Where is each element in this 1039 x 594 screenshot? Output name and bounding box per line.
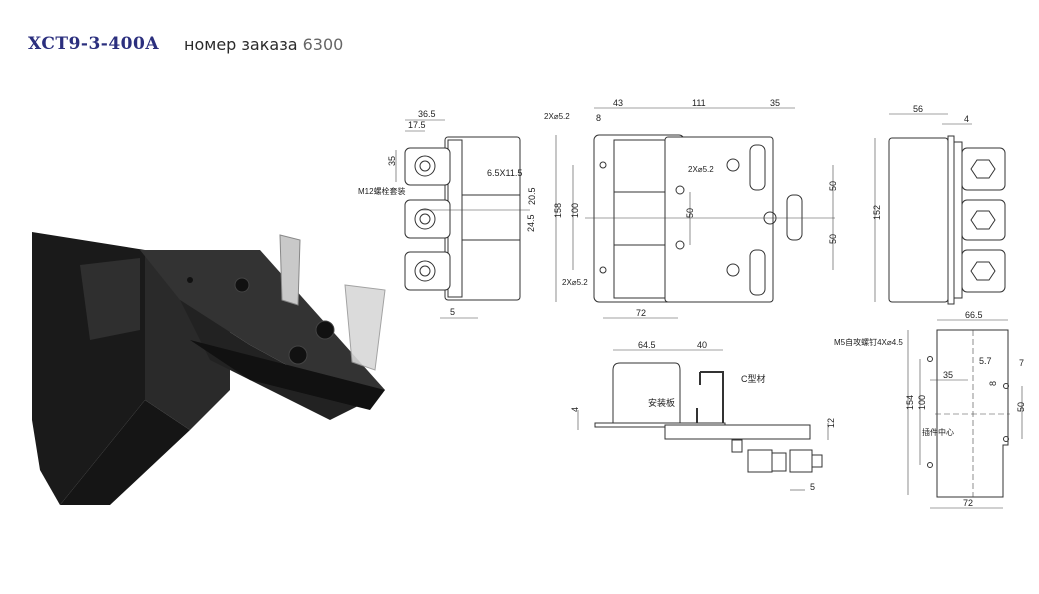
dim-5-7: 5.7 [979, 356, 992, 366]
dim-8: 8 [988, 381, 998, 386]
hole-label-center: 2X⌀5.2 [688, 165, 714, 174]
dim-35: 35 [387, 156, 397, 166]
dim-35: 35 [943, 370, 953, 380]
dim-111: 111 [692, 98, 706, 108]
mount-view-drawing: 66.5 35 5.7 7 8 50 154 100 72 M5自攻螺钉4X⌀4… [834, 310, 1026, 509]
dim-36-5: 36.5 [418, 109, 436, 119]
dim-4: 4 [570, 407, 580, 412]
dim-50: 50 [1016, 402, 1026, 412]
dim-72: 72 [636, 308, 646, 318]
dim-50-upper: 50 [828, 181, 838, 191]
dim-64-5: 64.5 [638, 340, 656, 350]
dim-100: 100 [917, 395, 927, 410]
dim-154: 154 [905, 395, 915, 410]
center-label: 插件中心 [922, 427, 954, 437]
hole-label-bottom: 2X⌀5.2 [562, 278, 588, 287]
dim-35: 35 [770, 98, 780, 108]
order-label: номер заказа [184, 35, 298, 54]
dim-50-center: 50 [685, 208, 695, 218]
dim-4: 4 [964, 114, 969, 124]
dim-5: 5 [450, 307, 455, 317]
dim-40: 40 [697, 340, 707, 350]
dim-6-5x11-5: 6.5X11.5 [487, 168, 522, 178]
model-title: XCT9-3-400A [28, 34, 160, 54]
dim-66-5: 66.5 [965, 310, 983, 320]
top-view-drawing: 43 111 35 8 158 100 50 50 50 72 2X⌀5.2 2… [544, 98, 838, 319]
order-number-value: 6300 [302, 35, 344, 54]
screw-label: M5自攻螺钉4X⌀4.5 [834, 337, 903, 347]
dim-72: 72 [963, 498, 973, 508]
bolt-label: M12螺栓套装 [358, 186, 406, 196]
plate-label: 安装板 [648, 397, 675, 408]
dim-152: 152 [872, 205, 882, 220]
dim-43: 43 [613, 98, 623, 108]
dim-158: 158 [553, 203, 563, 218]
dim-20-5: 20.5 [527, 187, 537, 205]
dim-24-5: 24.5 [526, 214, 536, 232]
product-photo [32, 232, 386, 505]
dim-5: 5 [810, 482, 815, 492]
dim-17-5: 17.5 [408, 120, 426, 130]
order-number: номер заказа 6300 [184, 35, 343, 54]
dim-56: 56 [913, 104, 923, 114]
dim-100: 100 [570, 203, 580, 218]
dim-50-lower: 50 [828, 234, 838, 244]
hole-label-top: 2X⌀5.2 [544, 112, 570, 121]
dim-7: 7 [1019, 358, 1024, 368]
dim-8: 8 [596, 113, 601, 123]
front-view-drawing: 36.5 17.5 35 6.5X11.5 20.5 24.5 5 M12螺栓套… [358, 109, 537, 319]
dim-12: 12 [826, 418, 836, 428]
bottom-side-drawing: 64.5 40 4 12 5 C型材 安装板 [570, 340, 836, 492]
channel-label: C型材 [741, 373, 766, 384]
right-side-drawing: 56 4 152 [872, 104, 1006, 305]
